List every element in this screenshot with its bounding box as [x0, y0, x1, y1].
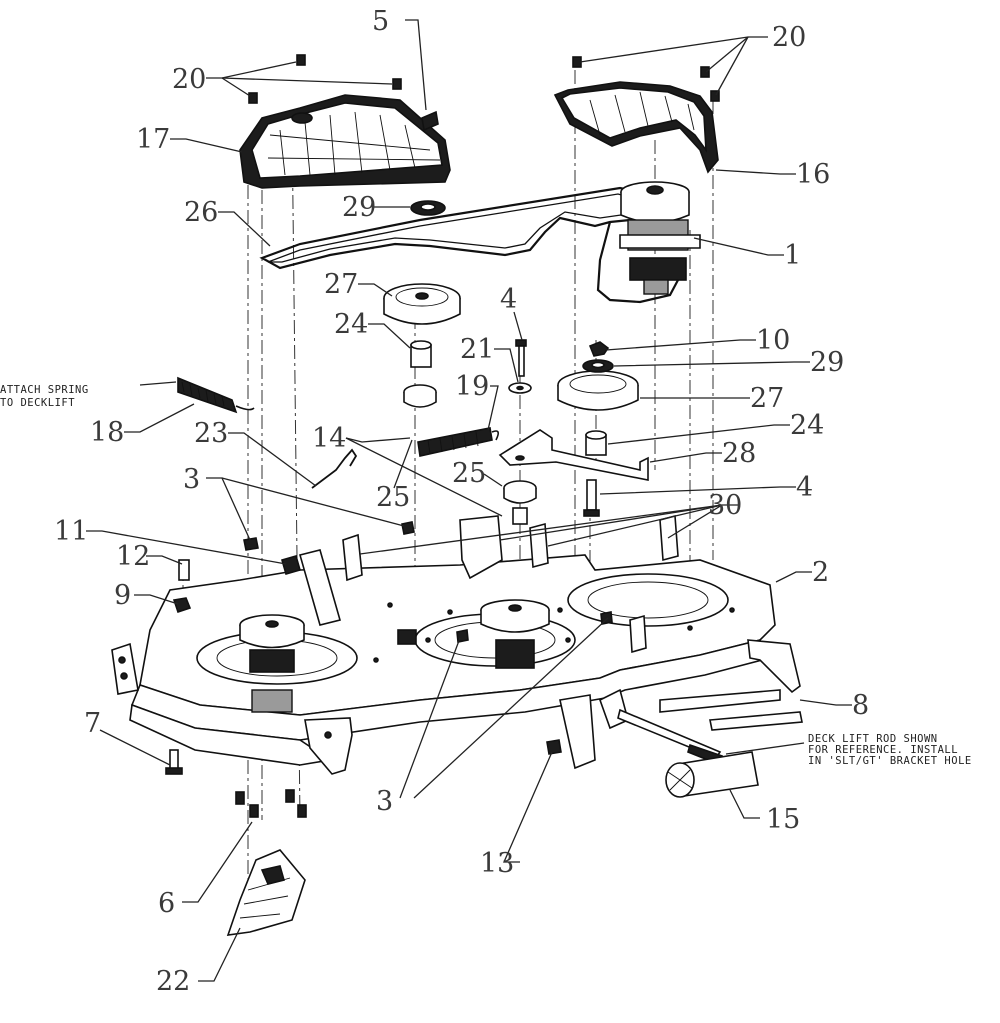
bushing-left	[410, 340, 432, 368]
drive-belt	[259, 186, 679, 304]
callout-18: 18	[90, 417, 124, 448]
anti-scalp-roller	[665, 751, 759, 798]
idler-pulley-left	[383, 283, 461, 325]
callout-16: 16	[796, 159, 830, 190]
spring-note-line-1: ATTACH SPRING	[0, 384, 89, 396]
callout-22: 22	[156, 966, 190, 997]
callout-5: 5	[372, 6, 389, 37]
callout-3-upper: 3	[183, 464, 200, 495]
spring-note: ATTACH SPRING TO DECKLIFT	[0, 384, 89, 409]
deck-side-bracket-left	[111, 642, 353, 775]
spacer-left	[403, 384, 437, 408]
shoulder-bolt-lower	[583, 479, 600, 517]
spindle-left	[239, 614, 305, 713]
callout-23: 23	[194, 418, 228, 449]
callout-20-right: 20	[772, 22, 806, 53]
callout-26: 26	[184, 197, 218, 228]
bushing-right	[585, 430, 607, 456]
small-hardware	[165, 521, 613, 818]
spindle-center	[480, 599, 550, 669]
callout-10: 10	[756, 325, 790, 356]
callout-4-upper: 4	[500, 284, 517, 315]
mower-deck-shell	[129, 554, 776, 766]
lift-rod-note-line-3: IN 'SLT/GT' BRACKET HOLE	[808, 755, 972, 767]
callout-11: 11	[54, 516, 88, 547]
belt-guides	[299, 514, 679, 654]
callout-27-right: 27	[750, 383, 784, 414]
callout-29-right: 29	[810, 347, 844, 378]
callout-3-lower: 3	[376, 786, 393, 817]
callout-1: 1	[784, 240, 801, 271]
left-belt-cover	[239, 94, 451, 189]
callout-4-lower: 4	[796, 472, 813, 503]
callout-25-center: 25	[452, 458, 486, 489]
callout-19: 19	[455, 371, 489, 402]
bushing-center	[512, 507, 528, 525]
lift-link-rod	[617, 708, 724, 766]
deflector-shield	[226, 849, 306, 936]
idler-spring	[417, 427, 500, 457]
callout-8: 8	[852, 690, 869, 721]
lift-rod-note: DECK LIFT ROD SHOWN FOR REFERENCE. INSTA…	[808, 733, 972, 767]
deck-lift-spring	[177, 376, 255, 414]
spring-note-line-2: TO DECKLIFT	[0, 397, 75, 409]
hex-nut	[588, 341, 610, 357]
callout-9: 9	[114, 580, 131, 611]
callout-28: 28	[722, 438, 756, 469]
callout-numbers: 5 20 20 17 16 26 29 1 27 24 4 21 10 29 2…	[54, 6, 869, 997]
spacer-washer-right	[582, 359, 614, 373]
callout-14: 14	[312, 423, 346, 454]
callout-27-left: 27	[324, 269, 358, 300]
callout-2: 2	[812, 557, 829, 588]
flat-washer	[508, 382, 532, 394]
spacer-washer-top	[410, 200, 446, 216]
spindle-pulley-assembly	[619, 181, 701, 295]
callout-29-top: 29	[342, 192, 376, 223]
callout-20-left: 20	[172, 64, 206, 95]
spring-rod	[311, 448, 358, 489]
callout-12: 12	[116, 541, 150, 572]
cover-screws	[248, 54, 720, 132]
callout-17: 17	[136, 124, 170, 155]
callout-6: 6	[158, 888, 175, 919]
right-belt-cover	[553, 81, 719, 174]
callout-21: 21	[460, 334, 494, 365]
callout-30: 30	[708, 490, 742, 521]
idler-pulley-right	[557, 370, 639, 411]
spacer-center	[503, 480, 537, 504]
lift-rod-note-line-1: DECK LIFT ROD SHOWN	[808, 733, 938, 745]
callout-13: 13	[480, 848, 514, 879]
shoulder-bolt-upper	[515, 339, 527, 377]
callout-15: 15	[766, 804, 800, 835]
callout-7: 7	[84, 708, 101, 739]
callout-24-left: 24	[334, 309, 368, 340]
leader-lines	[86, 19, 852, 982]
idler-bracket	[498, 429, 649, 481]
callout-25-left: 25	[376, 482, 410, 513]
lift-rod-note-line-2: FOR REFERENCE. INSTALL	[808, 744, 958, 756]
callout-24-right: 24	[790, 410, 824, 441]
